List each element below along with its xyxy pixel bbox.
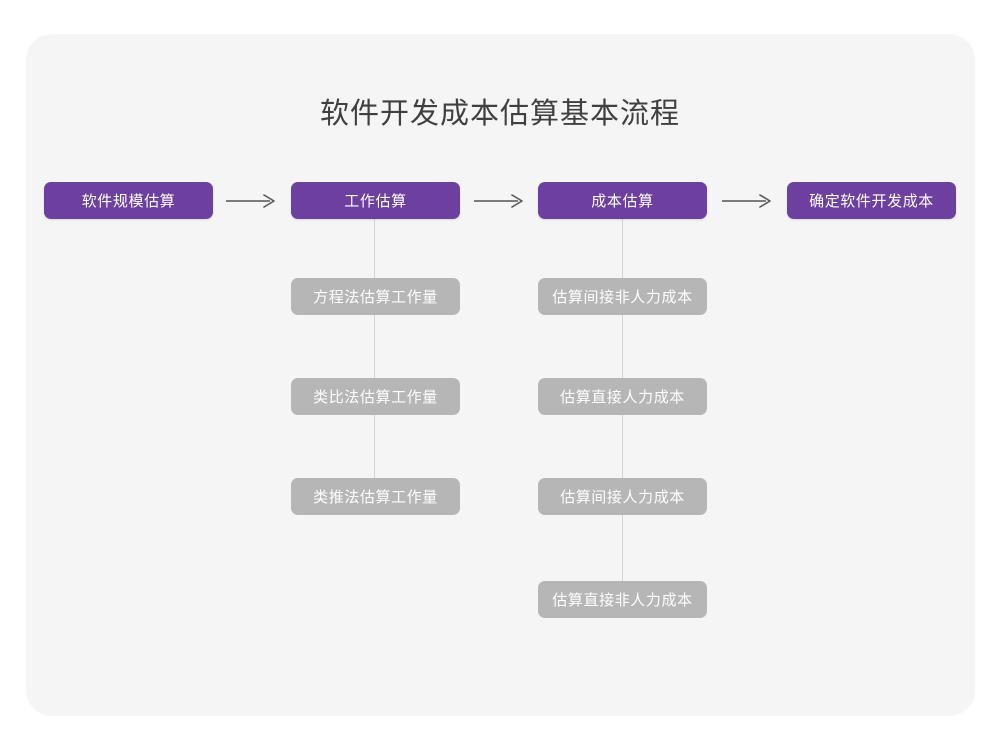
arrow-right-icon-2 [468,186,532,216]
flow-node-determine-development-cost[interactable]: 确定软件开发成本 [787,182,956,219]
flow-node-label: 工作估算 [344,193,407,210]
branch-node-inference-method-effort[interactable]: 类推法估算工作量 [291,478,460,515]
branch-node-label: 方程法估算工作量 [313,289,438,306]
branch-node-analogy-method-effort[interactable]: 类比法估算工作量 [291,378,460,415]
diagram-card [26,34,975,716]
branch-node-label: 类比法估算工作量 [313,389,438,406]
flow-node-work-estimation[interactable]: 工作估算 [291,182,460,219]
branch-node-direct-nonlabor-cost[interactable]: 估算直接非人力成本 [538,581,707,618]
flow-node-label: 软件规模估算 [81,193,176,210]
flow-node-software-scale-estimation[interactable]: 软件规模估算 [44,182,213,219]
branch-node-label: 估算间接人力成本 [560,489,685,506]
branch-node-label: 估算直接非人力成本 [552,592,693,609]
arrow-right-icon-3 [716,186,780,216]
branch-node-equation-method-effort[interactable]: 方程法估算工作量 [291,278,460,315]
flow-node-label: 成本估算 [591,193,654,210]
branch-node-indirect-nonlabor-cost[interactable]: 估算间接非人力成本 [538,278,707,315]
branch-node-label: 估算直接人力成本 [560,389,685,406]
connector-line-work-branch [374,218,375,499]
flow-node-label: 确定软件开发成本 [809,193,934,210]
page-title: 软件开发成本估算基本流程 [319,98,680,130]
branch-node-indirect-labor-cost[interactable]: 估算间接人力成本 [538,478,707,515]
branch-node-label: 估算间接非人力成本 [552,289,693,306]
branch-node-label: 类推法估算工作量 [313,489,438,506]
branch-node-direct-labor-cost[interactable]: 估算直接人力成本 [538,378,707,415]
flow-node-cost-estimation[interactable]: 成本估算 [538,182,707,219]
arrow-right-icon-1 [220,186,284,216]
